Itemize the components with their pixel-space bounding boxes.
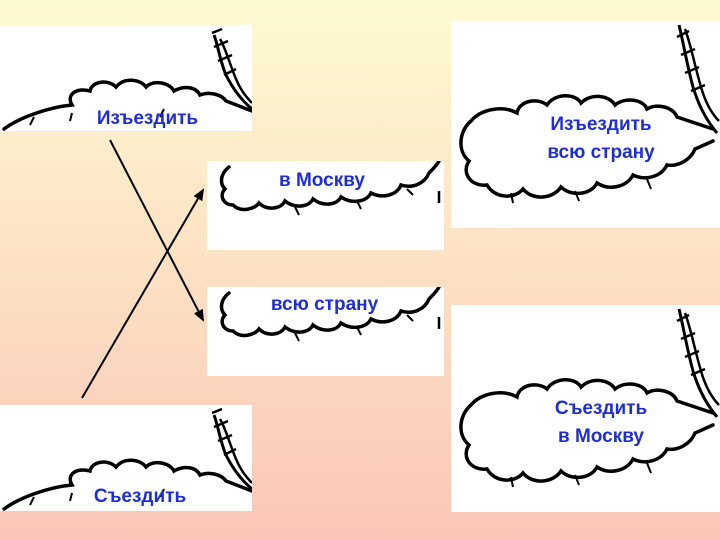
phrase-label-vsyu-stranu: всю страну [270,294,379,315]
word-card-sezdit: Съездить [0,405,252,511]
word-label-sezdit: Съездить [93,486,187,507]
result-label-sezdit-line2: в Москву [558,426,644,447]
result-label-sezdit-line1: Съездить [554,398,648,419]
arrow-sezdit-to-v-moskvu [81,188,205,399]
oak-leaf-icon [459,308,720,488]
phrase-label-v-moskvu: в Москву [279,170,365,191]
oak-leaf-icon [219,161,441,216]
oak-leaf-icon [2,27,252,131]
oak-leaf-icon [219,287,441,342]
oak-leaf-icon [459,24,720,204]
arrow-izezdit-to-vsyu-stranu [109,139,204,322]
phrase-card-vsyu-stranu: всю страну [207,287,444,376]
result-label-izezdit-line1: Изъездить [550,114,652,135]
result-label-izezdit-line2: всю страну [547,142,655,163]
oak-leaf-icon [2,407,252,511]
result-card-izezdit: Изъездить всю страну [451,21,720,228]
phrase-card-v-moskvu: в Москву [207,161,444,250]
result-card-sezdit: Съездить в Москву [451,305,720,512]
word-card-izezdit: Изъездить [0,25,252,131]
word-label-izezdit: Изъездить [96,108,199,129]
